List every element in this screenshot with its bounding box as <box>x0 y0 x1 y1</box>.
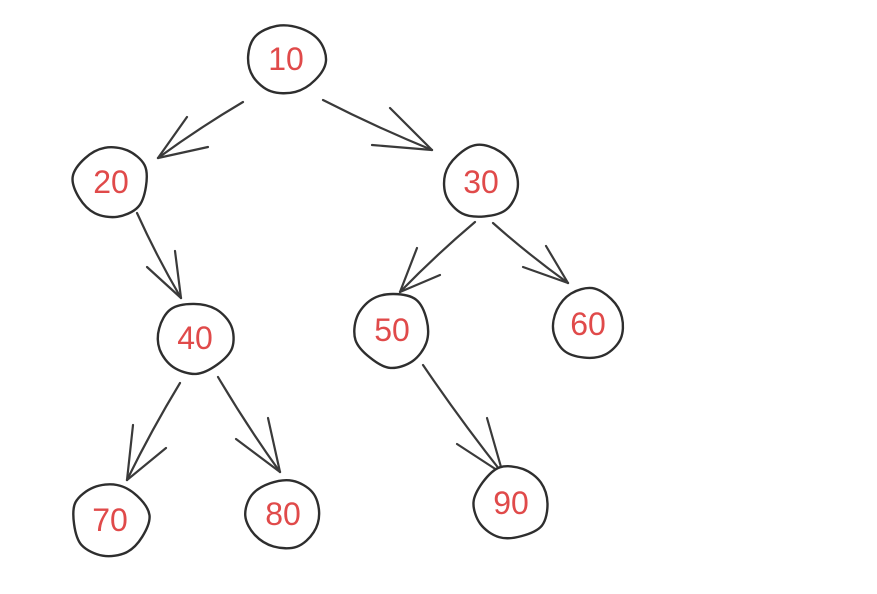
node-value-label: 40 <box>177 320 213 356</box>
edge-40-70 <box>125 381 182 482</box>
arrowhead-barb <box>173 249 183 300</box>
node-value-label: 20 <box>93 164 129 200</box>
node-circle <box>156 302 235 376</box>
tree-node-70: 70 <box>72 483 151 558</box>
node-value-label: 10 <box>268 41 304 77</box>
node-circle <box>246 24 328 95</box>
arrowhead-barb <box>388 106 434 152</box>
edge-20-40 <box>135 211 183 300</box>
tree-node-50: 50 <box>353 292 430 370</box>
arrowhead-barb <box>125 423 135 482</box>
node-value-label: 80 <box>265 496 301 532</box>
edge-50-90 <box>421 363 505 476</box>
tree-node-10: 10 <box>246 24 328 95</box>
edge-line <box>216 375 282 474</box>
arrowhead-barb <box>521 265 570 285</box>
tree-node-90: 90 <box>472 465 549 540</box>
tree-node-30: 30 <box>442 143 520 218</box>
edge-10-20 <box>156 100 245 160</box>
arrowhead-barb <box>145 265 183 300</box>
arrowhead-barb <box>125 446 168 482</box>
node-circle <box>71 146 149 219</box>
node-circle <box>442 143 520 218</box>
arrowhead-barb <box>398 246 419 294</box>
node-value-label: 30 <box>463 164 499 200</box>
edge-40-80 <box>216 375 282 474</box>
arrowhead-barb <box>234 437 282 474</box>
edge-30-50 <box>398 220 477 294</box>
edge-30-60 <box>491 221 570 285</box>
arrowhead-barb <box>156 145 210 160</box>
tree-node-20: 20 <box>71 146 149 219</box>
arrowhead-barb <box>266 416 282 474</box>
edge-line <box>491 221 570 285</box>
tree-node-60: 60 <box>551 286 625 360</box>
edge-line <box>125 381 182 482</box>
node-value-label: 50 <box>374 312 410 348</box>
arrowhead-barb <box>544 244 570 285</box>
edge-10-30 <box>321 98 434 152</box>
tree-node-80: 80 <box>244 479 321 550</box>
tree-node-40: 40 <box>156 302 235 376</box>
edge-line <box>321 98 434 152</box>
edge-line <box>398 220 477 294</box>
node-value-label: 90 <box>493 485 529 521</box>
node-circle <box>551 286 625 360</box>
arrowhead-barb <box>485 416 505 476</box>
node-circle <box>72 483 151 558</box>
node-value-label: 70 <box>92 502 128 538</box>
node-circle <box>472 465 549 540</box>
node-value-label: 60 <box>570 306 606 342</box>
edge-line <box>156 100 245 160</box>
node-circle <box>353 292 430 370</box>
arrowhead-barb <box>156 115 189 160</box>
arrowhead-barb <box>398 273 442 294</box>
edge-line <box>135 211 183 300</box>
arrowhead-barb <box>370 143 434 152</box>
node-circle <box>244 479 321 550</box>
edge-line <box>421 363 505 476</box>
